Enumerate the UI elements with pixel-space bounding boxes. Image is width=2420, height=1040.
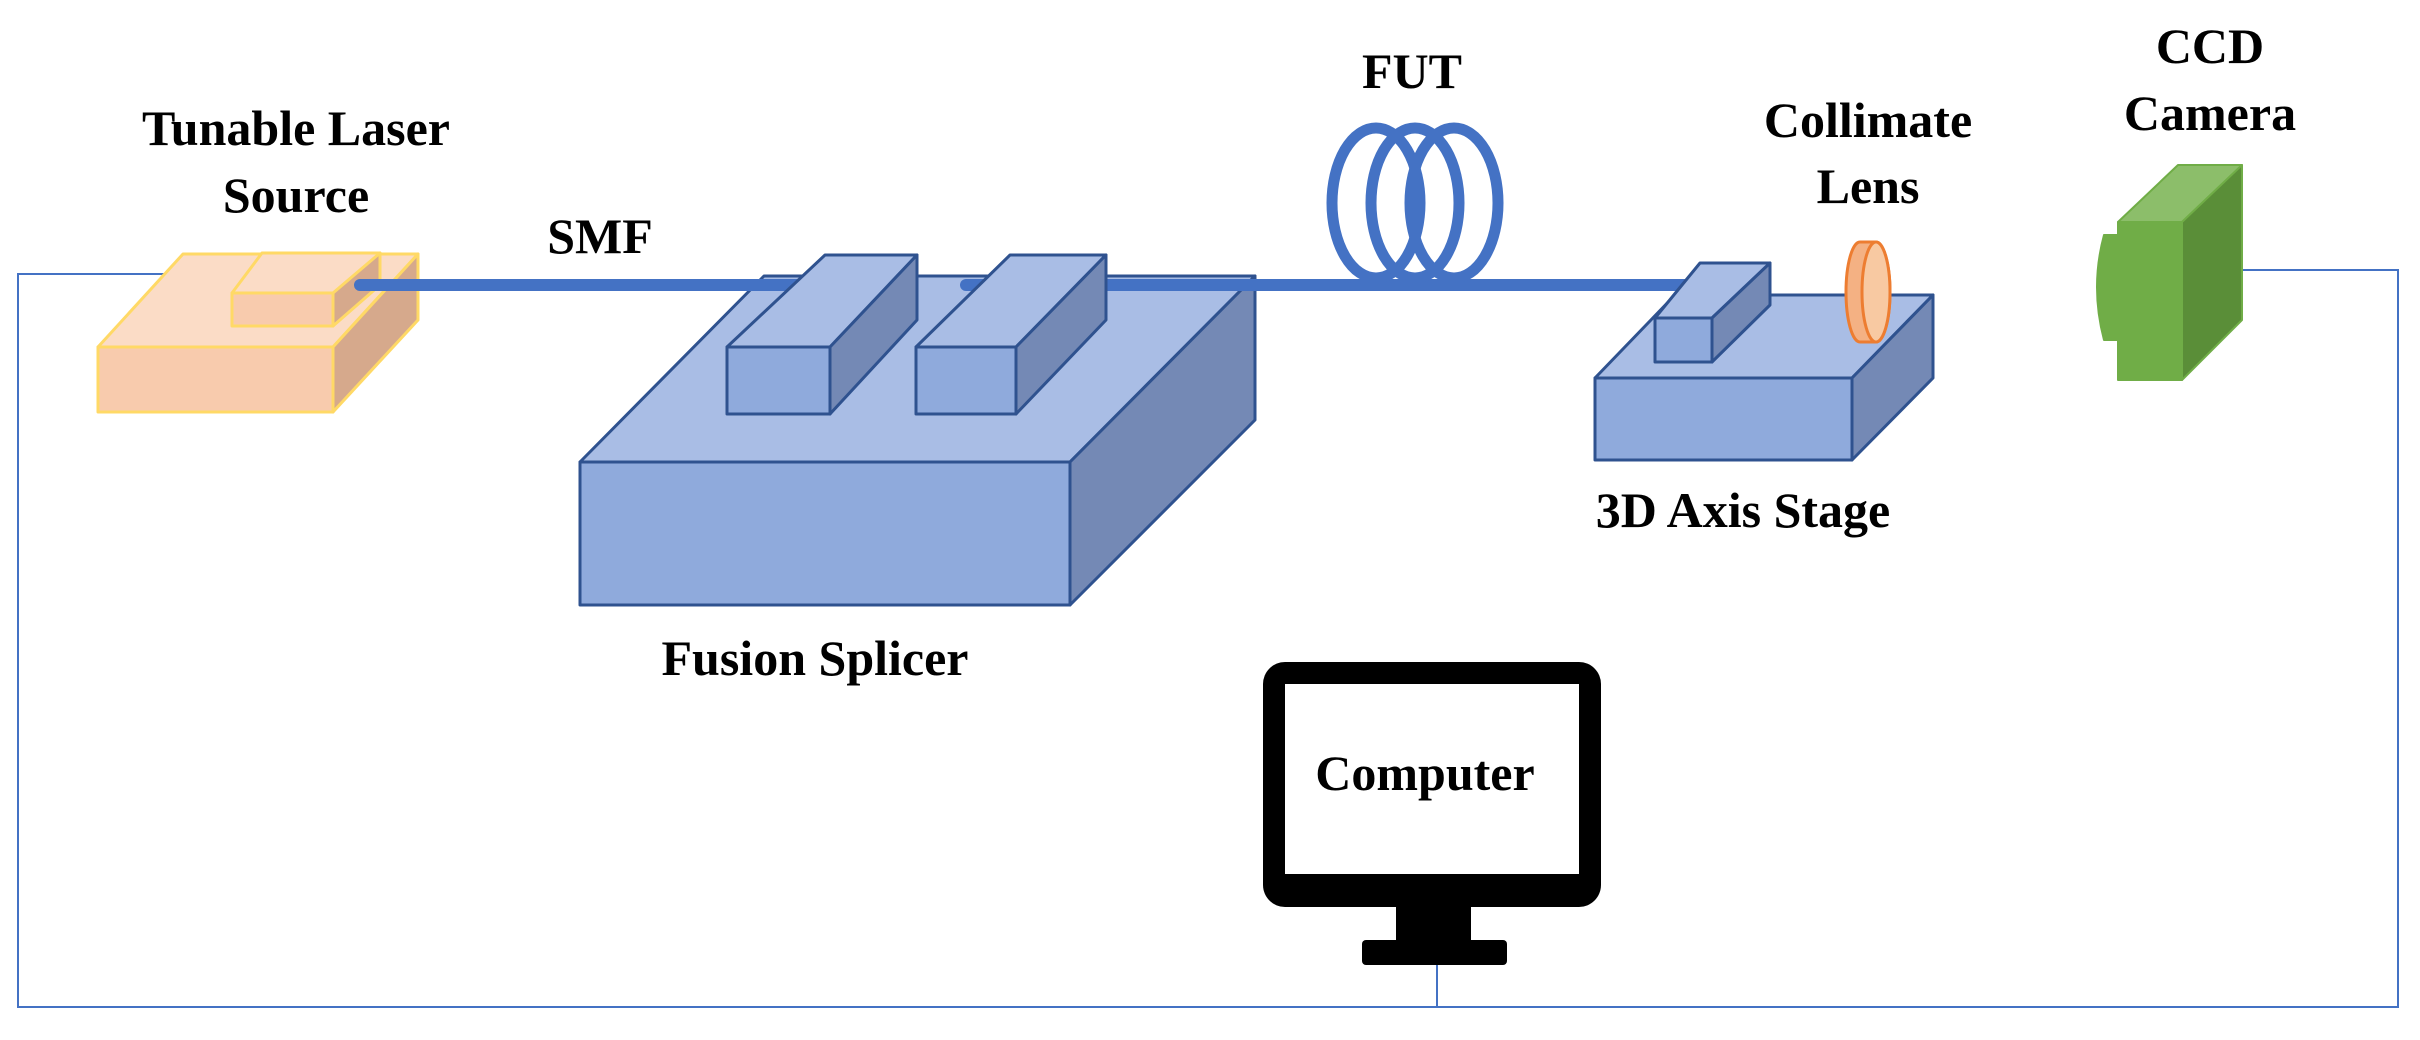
fusion-splicer-icon <box>578 274 1257 607</box>
wire-laser-to-computer <box>17 273 1437 1008</box>
diagram-labels: Tunable Laser Source SMF FUT Fusion Spli… <box>142 18 2296 801</box>
camera-front <box>2117 221 2183 381</box>
label-fut: FUT <box>1362 43 1462 99</box>
coil-loop-2 <box>1365 122 1465 284</box>
splicer-front <box>578 460 1072 607</box>
fiber-coil-icon <box>1326 122 1504 284</box>
wire-camera-to-computer <box>1437 269 2399 1008</box>
coil-loop-3 <box>1404 122 1504 284</box>
label-smf: SMF <box>547 208 653 264</box>
camera-lens <box>2096 234 2123 341</box>
stage-holder-front <box>1653 316 1714 364</box>
stage-front <box>1593 376 1854 462</box>
label-computer: Computer <box>1315 745 1534 801</box>
tunable-laser-icon <box>96 251 420 414</box>
label-lens: Lens <box>1817 158 1920 214</box>
monitor-neck <box>1396 905 1471 943</box>
label-ccd: CCD <box>2156 18 2264 74</box>
lens-icon <box>1844 240 1892 344</box>
fiber-clamp-left <box>725 253 919 416</box>
label-3d-axis-stage: 3D Axis Stage <box>1596 482 1890 538</box>
label-source: Source <box>223 167 369 223</box>
laser-head-front <box>230 291 335 328</box>
camera-icon <box>2096 164 2243 381</box>
monitor-icon <box>1263 662 1601 965</box>
coil-loop-1 <box>1326 122 1426 284</box>
stage-icon <box>1593 261 1935 462</box>
label-tunable-laser: Tunable Laser <box>142 100 450 156</box>
clamp-left-front <box>725 345 832 416</box>
monitor-screen <box>1285 684 1579 874</box>
control-wiring <box>17 269 2399 1008</box>
clamp-right-front <box>914 345 1018 416</box>
lens-face <box>1860 240 1892 344</box>
label-fusion-splicer: Fusion Splicer <box>662 630 969 686</box>
fiber-clamp-right <box>914 253 1108 416</box>
laser-base-front <box>96 345 335 414</box>
label-collimate: Collimate <box>1764 92 1972 148</box>
label-camera: Camera <box>2124 85 2296 141</box>
monitor-foot <box>1362 940 1507 965</box>
